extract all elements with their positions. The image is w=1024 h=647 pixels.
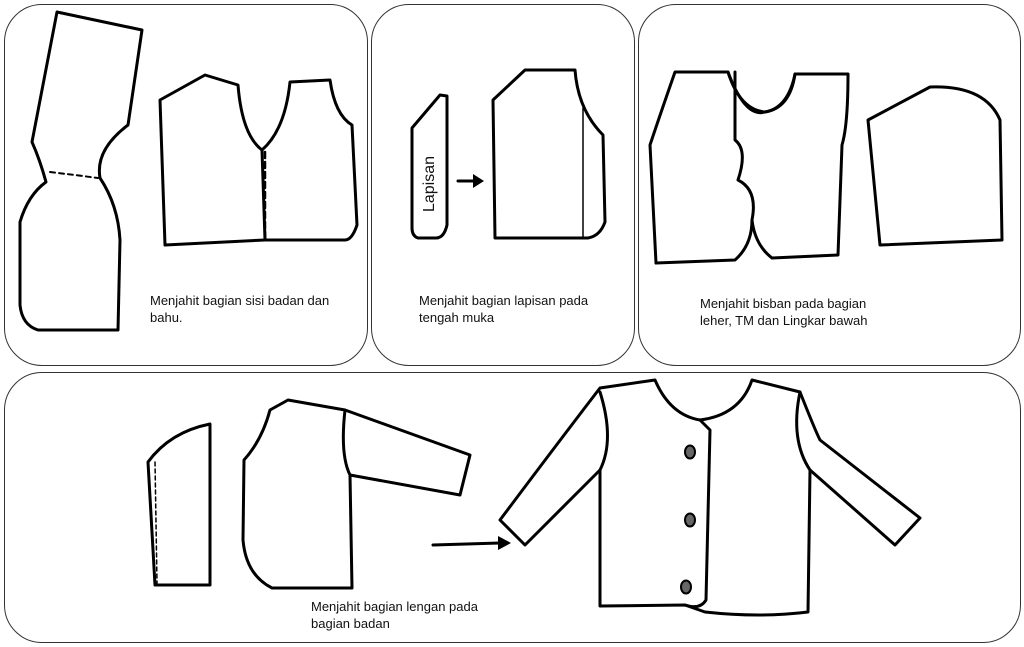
facing-label: Lapisan bbox=[421, 155, 438, 213]
panel-step-3 bbox=[638, 4, 1021, 366]
caption-line: Menjahit bagian lapisan pada bbox=[419, 293, 589, 308]
button bbox=[680, 579, 692, 595]
bodice-left-piece bbox=[158, 73, 267, 247]
jacket-right-sleeve-seam bbox=[795, 390, 812, 472]
attached-sleeve bbox=[343, 408, 472, 497]
sleeve-pattern bbox=[18, 10, 144, 332]
jacket-front-edge bbox=[683, 418, 712, 609]
vest-neck-curve bbox=[726, 70, 797, 115]
caption-line: Menjahit bagian lengan pada bbox=[311, 599, 478, 614]
panel-step-4 bbox=[4, 372, 1021, 643]
caption-line: leher, TM dan Lingkar bawah bbox=[700, 313, 868, 328]
arrow-right-2 bbox=[431, 541, 502, 547]
jacket-left-sleeve-seam bbox=[598, 390, 609, 472]
finished-jacket bbox=[498, 378, 922, 617]
caption-line: Menjahit bisban pada bagian bbox=[700, 296, 867, 311]
sleeve-piece bbox=[866, 85, 1004, 247]
caption-line: Menjahit bagian sisi badan dan bbox=[150, 293, 330, 308]
arrow-head bbox=[473, 174, 484, 188]
sleeve-dashed-seam bbox=[154, 461, 158, 584]
front-bodice-piece bbox=[491, 68, 607, 240]
sleeve-pattern-small bbox=[146, 422, 212, 587]
caption-step-4: Menjahit bagian lengan pada bagian badan bbox=[311, 598, 478, 632]
body-with-sleeve bbox=[241, 398, 354, 590]
caption-step-3: Menjahit bisban pada bagian leher, TM da… bbox=[700, 295, 867, 329]
panel-step-2 bbox=[371, 4, 635, 366]
button bbox=[684, 444, 696, 460]
panel-step-1 bbox=[4, 4, 368, 366]
bodice-right-piece bbox=[260, 78, 359, 242]
arrow-head-2 bbox=[498, 536, 511, 550]
vest-front-edge bbox=[654, 218, 754, 265]
seam-dashed-line bbox=[49, 171, 99, 179]
facing-piece bbox=[410, 93, 449, 240]
caption-line: tengah muka bbox=[419, 310, 495, 325]
caption-step-1: Menjahit bagian sisi badan dan bahu. bbox=[150, 292, 329, 326]
caption-line: bahu. bbox=[150, 310, 183, 325]
caption-line: bagian badan bbox=[311, 616, 390, 631]
button bbox=[684, 512, 696, 528]
caption-step-2: Menjahit bagian lapisan pada tengah muka bbox=[419, 292, 588, 326]
